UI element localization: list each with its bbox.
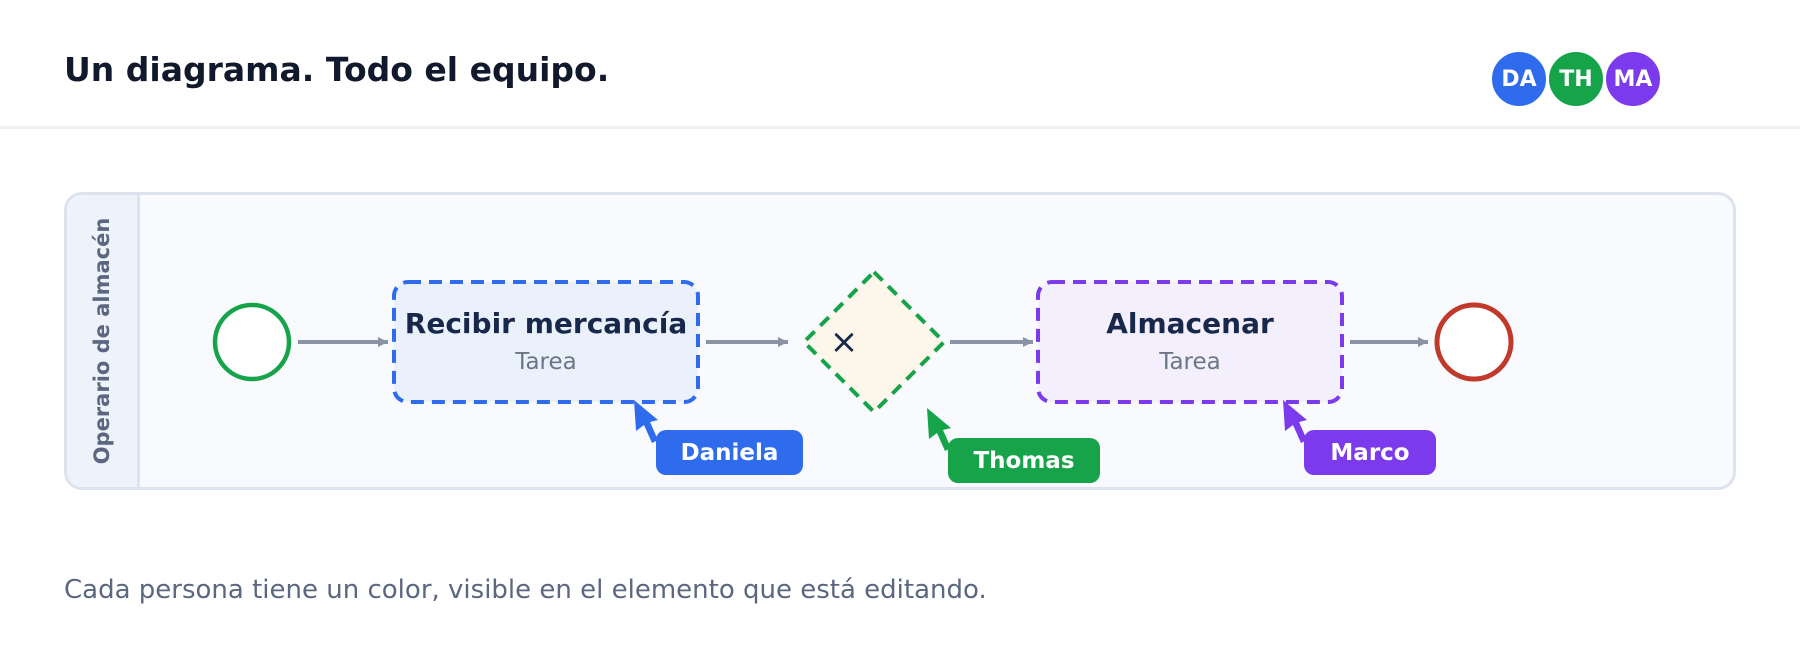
cursor-tag-marco: Marco — [1304, 430, 1436, 475]
page-title: Un diagrama. Todo el equipo. — [64, 50, 610, 89]
task-type-almacenar: Tarea — [1159, 349, 1221, 375]
task-type-recibir-mercancia: Tarea — [515, 349, 577, 375]
cursor-tag-thomas: Thomas — [948, 438, 1100, 483]
cursor-pointer-marco — [1283, 400, 1307, 443]
avatar-thomas[interactable]: TH — [1547, 50, 1605, 108]
caption: Cada persona tiene un color, visible en … — [64, 575, 987, 605]
exclusive-gateway[interactable] — [801, 269, 947, 415]
header: Un diagrama. Todo el equipo. DA TH MA — [0, 0, 1800, 129]
avatar-daniela[interactable]: DA — [1490, 50, 1548, 108]
task-label-almacenar: Almacenar — [1106, 307, 1274, 340]
task-almacenar[interactable] — [1036, 280, 1344, 404]
task-label-recibir-mercancia: Recibir mercancía — [404, 307, 688, 340]
cursor-pointer-thomas — [927, 408, 951, 451]
task-recibir-mercancia[interactable] — [392, 280, 700, 404]
cursor-tag-daniela: Daniela — [656, 430, 803, 475]
lane-header[interactable]: Operario de almacén — [67, 195, 140, 487]
start-event[interactable] — [212, 302, 292, 382]
cursor-pointer-daniela — [634, 400, 658, 443]
avatar-marco[interactable]: MA — [1604, 50, 1662, 108]
end-event[interactable] — [1434, 302, 1514, 382]
gateway-x-icon: × — [829, 322, 859, 362]
